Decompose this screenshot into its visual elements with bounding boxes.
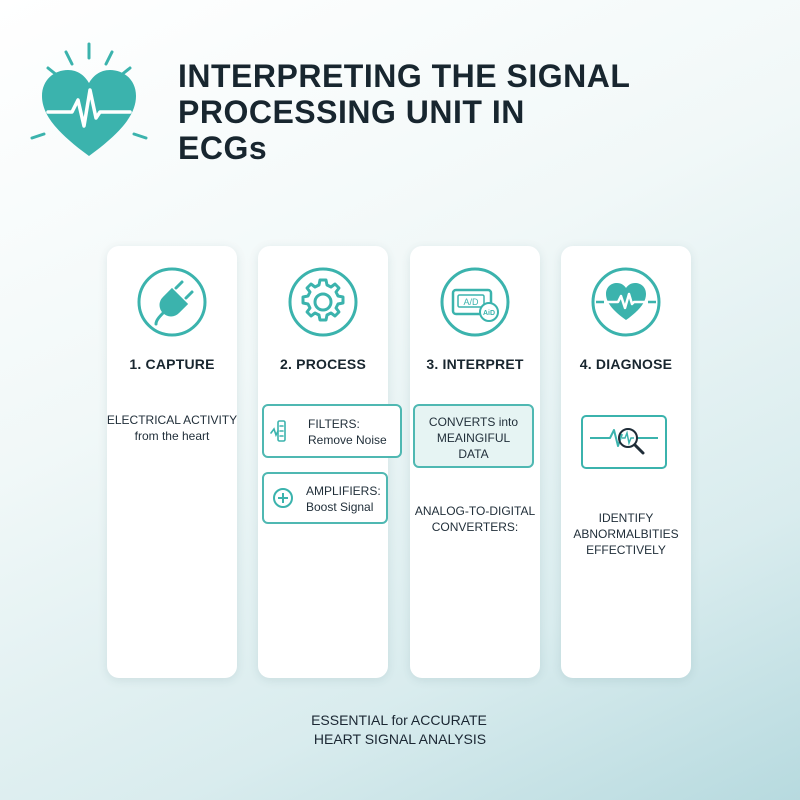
footer-line-2: HEART SIGNAL ANALYSIS — [313, 731, 487, 747]
card-capture: 1. CAPTURE ELECTRICAL ACTIVITY from the … — [107, 246, 237, 678]
desc-line: ELECTRICAL ACTIVITY — [106, 413, 238, 427]
desc-line: IDENTIFY — [598, 511, 654, 525]
plug-icon — [137, 267, 207, 337]
card-title: 1. CAPTURE — [129, 356, 215, 372]
filters-text: FILTERS: Remove Noise — [308, 416, 387, 448]
ad-label: A/D — [463, 297, 479, 307]
adc-description: ANALOG-TO-DIGITAL CONVERTERS: — [404, 503, 546, 535]
ecg-magnifier-icon — [581, 415, 667, 469]
amplifiers-detail: Boost Signal — [306, 500, 374, 514]
converts-text: CONVERTS into MEAINGIFUL DATA — [415, 414, 532, 462]
footer-note: ESSENTIAL for ACCURATE HEART SIGNAL ANAL… — [0, 711, 800, 749]
ad-converter-icon: A/D AiD — [440, 267, 510, 337]
gear-icon — [288, 267, 358, 337]
converts-line: CONVERTS into — [428, 415, 519, 429]
filters-detail: Remove Noise — [308, 433, 387, 447]
heart-ecg-logo-icon — [30, 42, 148, 156]
filter-icon — [270, 420, 286, 442]
desc-line: from the heart — [134, 429, 210, 443]
title-line-2: PROCESSING UNIT IN — [178, 94, 525, 130]
capture-description: ELECTRICAL ACTIVITY from the heart — [101, 412, 243, 444]
card-title: 3. INTERPRET — [426, 356, 524, 372]
desc-line: ANALOG-TO-DIGITAL — [414, 504, 536, 518]
title-line-3: ECGs — [178, 130, 268, 166]
desc-line: CONVERTERS: — [431, 520, 519, 534]
amplifiers-text: AMPLIFIERS: Boost Signal — [306, 483, 381, 515]
title-line-1: INTERPRETING THE SIGNAL — [178, 58, 631, 94]
desc-line: EFFECTIVELY — [586, 543, 666, 557]
filters-box: FILTERS: Remove Noise — [262, 404, 402, 458]
amplifiers-label: AMPLIFIERS: — [306, 484, 381, 498]
card-process: 2. PROCESS — [258, 246, 388, 678]
page-title: INTERPRETING THE SIGNAL PROCESSING UNIT … — [178, 58, 738, 166]
card-title: 4. DIAGNOSE — [579, 356, 673, 372]
desc-line: ABNORMALBITIES — [573, 527, 679, 541]
amplifiers-box: AMPLIFIERS: Boost Signal — [262, 472, 388, 524]
card-diagnose: 4. DIAGNOSE IDENTIFY ABNORMALBITIES EFFE… — [561, 246, 691, 678]
filters-label: FILTERS: — [308, 417, 360, 431]
card-title: 2. PROCESS — [279, 356, 367, 372]
ad-badge-label: AiD — [483, 310, 495, 317]
diagnose-description: IDENTIFY ABNORMALBITIES EFFECTIVELY — [555, 510, 697, 558]
plus-circle-icon — [273, 488, 293, 508]
converts-box: CONVERTS into MEAINGIFUL DATA — [413, 404, 534, 468]
converts-line: MEAINGIFUL — [436, 431, 511, 445]
converts-line: DATA — [458, 447, 489, 461]
footer-line-1: ESSENTIAL for ACCURATE — [311, 712, 487, 728]
heart-pulse-icon — [591, 267, 661, 337]
